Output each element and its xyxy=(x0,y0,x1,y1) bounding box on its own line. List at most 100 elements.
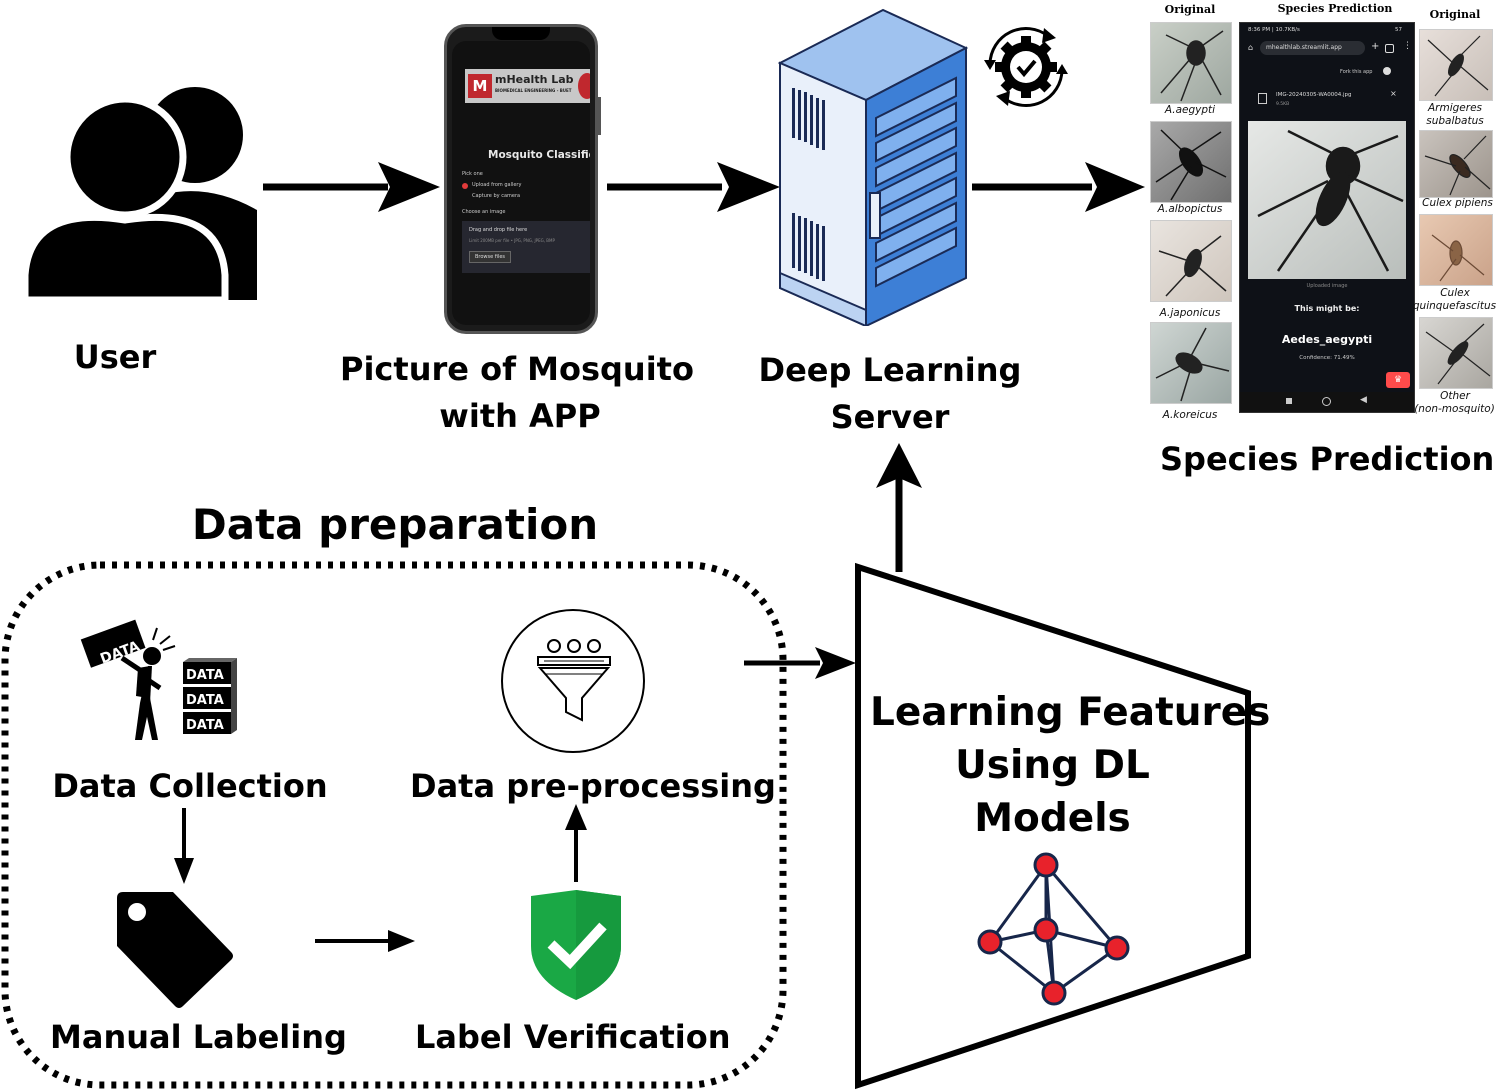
browse-files-button[interactable]: Browse files xyxy=(469,251,512,263)
thumb-a-japonicus xyxy=(1150,220,1232,302)
shield-check-icon xyxy=(527,888,625,1002)
prediction-prompt: This might be: xyxy=(1294,304,1360,313)
thumb-culex-quinquefascitus xyxy=(1419,214,1493,286)
server-label-line1: Deep Learning xyxy=(758,351,1022,389)
dropzone-text: Drag and drop file here xyxy=(469,227,528,233)
choose-image-label: Choose an image xyxy=(462,209,506,215)
gear-check-icon xyxy=(978,22,1073,112)
data-collection-label: Data Collection xyxy=(52,767,328,805)
thumb-a-koreicus xyxy=(1150,322,1232,404)
dropzone-limit: Limit 200MB per file • JPG, PNG, JPEG, B… xyxy=(469,238,555,243)
arrow-labeling-to-verification xyxy=(315,930,415,952)
thumb-a-albopictus xyxy=(1150,121,1232,203)
stack-label-1: DATA xyxy=(186,668,224,683)
species-culex-quinq-line1: Culex xyxy=(1440,287,1470,299)
phone-mockup: M mHealth Lab BIOMEDICAL ENGINEERING - B… xyxy=(444,24,601,334)
manual-labeling-label: Manual Labeling xyxy=(50,1018,347,1056)
mhealth-logo-icon: M xyxy=(468,74,492,98)
arrow-server-to-prediction xyxy=(972,162,1145,212)
app-logo-subtext: BIOMEDICAL ENGINEERING - BUET xyxy=(495,88,572,93)
species-other-line1: Other xyxy=(1440,390,1470,402)
server-rack-icon xyxy=(778,8,968,326)
nav-square-icon[interactable] xyxy=(1286,398,1292,404)
user-icon xyxy=(25,45,260,300)
nn-node-top xyxy=(1033,852,1059,878)
radio-upload-label: Upload from gallery xyxy=(472,182,522,188)
species-a-aegypti: A.aegypti xyxy=(1164,104,1216,116)
new-tab-icon[interactable]: + xyxy=(1371,41,1380,52)
uploaded-file-name: IMG-20240305-WA0004.jpg xyxy=(1276,92,1352,98)
phone-side-button xyxy=(598,97,601,135)
app-title: Mosquito Classifier xyxy=(488,149,590,161)
phone-notch xyxy=(492,27,550,40)
status-bar-time: 8:36 PM | 10.7KB/s xyxy=(1248,27,1300,33)
data-preparation-title: Data preparation xyxy=(191,500,599,549)
funnel-filter-icon xyxy=(500,608,646,754)
species-a-koreicus: A.koreicus xyxy=(1162,409,1218,421)
prediction-phone-screen: 8:36 PM | 10.7KB/s 57 ⌂ mhealthlab.strea… xyxy=(1239,22,1415,413)
species-culex-pipiens: Culex pipiens xyxy=(1422,197,1493,209)
pick-one-label: Pick one xyxy=(462,171,483,177)
android-nav-bar: ◀ xyxy=(1240,392,1414,412)
species-a-albopictus: A.albopictus xyxy=(1157,203,1223,215)
fork-app-link[interactable]: Fork this app xyxy=(1340,69,1373,75)
data-preparation-box xyxy=(1,561,787,1089)
learning-label-line2: Using DL xyxy=(955,743,1150,788)
arrow-user-to-phone xyxy=(263,162,440,212)
data-preprocessing-label: Data pre-processing xyxy=(410,767,776,805)
nav-home-icon[interactable] xyxy=(1322,397,1331,406)
buet-seal-icon xyxy=(578,73,590,99)
home-icon[interactable]: ⌂ xyxy=(1248,43,1254,52)
browser-url-bar[interactable]: mhealthlab.streamlit.app xyxy=(1260,41,1365,55)
neural-network-icon xyxy=(972,850,1132,1010)
data-collection-icon: DATA DATA DATA DATA xyxy=(80,618,240,740)
radio-upload[interactable] xyxy=(462,183,468,189)
dl-model-trapezoid xyxy=(855,562,1251,1090)
upload-dropzone[interactable]: Drag and drop file here Limit 200MB per … xyxy=(462,221,590,273)
menu-dots-icon[interactable]: ⋮ xyxy=(1403,41,1412,51)
uploaded-image-caption: Uploaded image xyxy=(1306,283,1348,289)
species-other-line2: (non-mosquito) xyxy=(1414,403,1495,415)
tabs-icon[interactable] xyxy=(1385,44,1394,53)
species-prediction-label: Species Prediction xyxy=(1160,440,1495,478)
arrow-phone-to-server xyxy=(607,162,780,212)
arrow-collection-to-labeling xyxy=(174,808,194,884)
remove-file-icon[interactable]: × xyxy=(1390,89,1397,98)
learning-label-line1: Learning Features xyxy=(870,690,1271,735)
radio-camera-label[interactable]: Capture by camera xyxy=(472,193,521,199)
prediction-confidence: Confidence: 71.49% xyxy=(1299,355,1355,361)
left-original-header: Original xyxy=(1164,3,1216,16)
app-logo-banner: M mHealth Lab BIOMEDICAL ENGINEERING - B… xyxy=(465,69,590,103)
file-icon xyxy=(1258,93,1267,104)
server-label-line2: Server xyxy=(830,398,950,436)
user-label: User xyxy=(73,338,157,376)
thumb-a-aegypti xyxy=(1150,22,1232,104)
prediction-result: Aedes_aegypti xyxy=(1281,333,1373,346)
phone-screen: M mHealth Lab BIOMEDICAL ENGINEERING - B… xyxy=(452,41,590,325)
thumb-armigeres xyxy=(1419,29,1493,101)
github-icon[interactable] xyxy=(1383,67,1391,75)
prediction-header: Species Prediction xyxy=(1277,2,1393,15)
nn-node-right xyxy=(1104,935,1130,961)
uploaded-mosquito-image xyxy=(1248,121,1406,279)
nav-back-icon[interactable]: ◀ xyxy=(1360,395,1367,405)
uploaded-file-size: 9.5KB xyxy=(1276,102,1290,107)
species-armigeres-line1: Armigeres xyxy=(1427,102,1483,114)
thumb-culex-pipiens xyxy=(1419,130,1493,198)
learning-label-line3: Models xyxy=(974,796,1131,841)
app-logo-text: mHealth Lab xyxy=(495,73,574,86)
picture-label-line2: with APP xyxy=(439,397,601,435)
arrow-prep-to-models xyxy=(744,647,856,679)
tag-label-icon xyxy=(113,890,235,1010)
right-original-header: Original xyxy=(1429,8,1481,21)
stack-label-3: DATA xyxy=(186,718,224,733)
species-a-japonicus: A.japonicus xyxy=(1159,307,1221,319)
nn-node-bottom xyxy=(1041,980,1067,1006)
streamlit-crown-button[interactable]: ♛ xyxy=(1386,372,1410,388)
arrow-models-to-server xyxy=(876,443,922,572)
label-verification-label: Label Verification xyxy=(415,1018,731,1056)
nn-node-center xyxy=(1033,917,1059,943)
picture-label-line1: Picture of Mosquito xyxy=(340,350,694,388)
thumb-other xyxy=(1419,317,1493,389)
